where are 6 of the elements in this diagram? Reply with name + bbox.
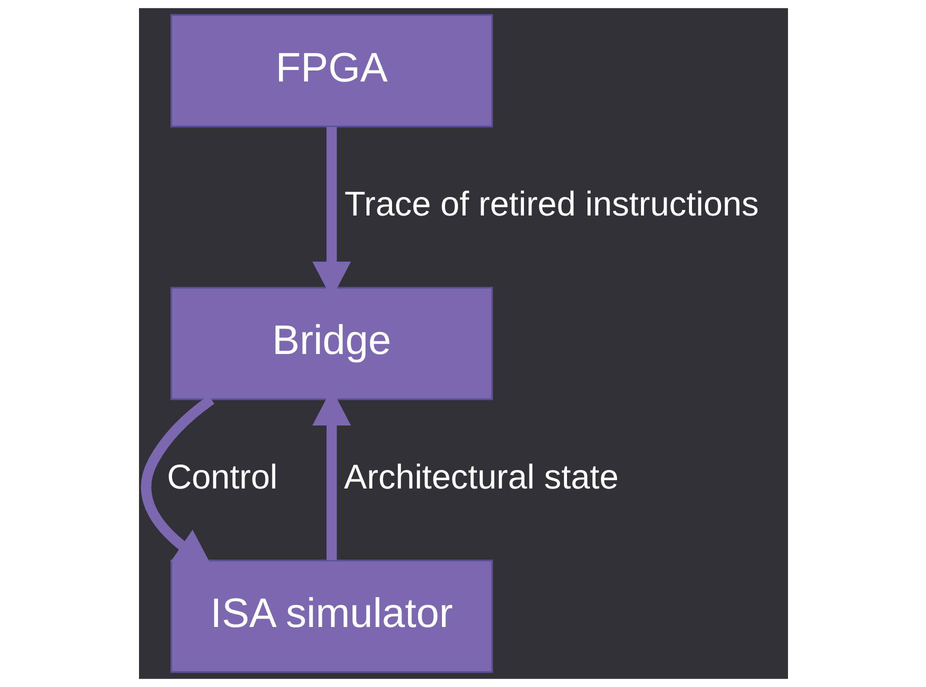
edge-label: Architectural state [344, 458, 618, 496]
node-box: ISA simulator [170, 560, 492, 673]
edge-label: Trace of retired instructions [344, 186, 758, 224]
node-box: FPGA [170, 14, 492, 128]
edge-label: Control [166, 458, 278, 496]
node-box: Bridge [170, 286, 492, 400]
